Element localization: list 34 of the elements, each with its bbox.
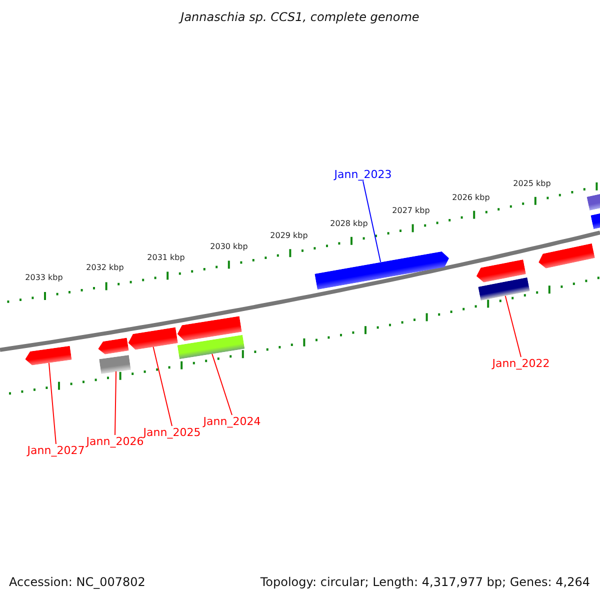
- scale-label: 2029 kbp: [270, 231, 308, 241]
- gene-block: [474, 258, 526, 284]
- accession-text: Accession: NC_007802: [9, 575, 146, 589]
- scale-label: 2025 kbp: [513, 179, 551, 189]
- feature-bar: [99, 354, 131, 374]
- scale-label: 2031 kbp: [147, 253, 185, 263]
- leader-line: [152, 346, 172, 426]
- scale-label: 2030 kbp: [210, 242, 248, 252]
- leader-line: [212, 353, 232, 416]
- gene-block: [97, 337, 129, 355]
- scale-label: 2026 kbp: [452, 193, 490, 203]
- gene-block: [176, 316, 242, 342]
- gene-block: [24, 346, 72, 366]
- title: Jannaschia sp. CCS1, complete genome: [178, 10, 420, 24]
- leader-line: [504, 295, 522, 358]
- genome-info: Topology: circular; Length: 4,317,977 bp; Genes: 4,264: [260, 575, 590, 589]
- gene-label: Jann_2022: [492, 357, 550, 370]
- feature-bar: [586, 194, 600, 210]
- feature-bar: [478, 277, 530, 301]
- scale-label: 2028 kbp: [330, 219, 368, 229]
- gene-block: [537, 242, 595, 270]
- leader-line: [362, 180, 382, 263]
- scale-label: 2032 kbp: [86, 263, 124, 273]
- gene-label: Jann_2023: [334, 168, 392, 181]
- gene-label: Jann_2025: [143, 426, 201, 439]
- scale-label: 2027 kbp: [392, 206, 430, 216]
- gene-label: Jann_2024: [203, 415, 261, 428]
- scale-label: 2033 kbp: [25, 273, 63, 283]
- gene-label: Jann_2027: [27, 444, 85, 457]
- gene-block: [314, 250, 450, 290]
- leader-line: [48, 362, 56, 444]
- leader-line: [114, 370, 117, 436]
- gene-label: Jann_2026: [86, 435, 144, 448]
- feature-bar: [177, 334, 245, 360]
